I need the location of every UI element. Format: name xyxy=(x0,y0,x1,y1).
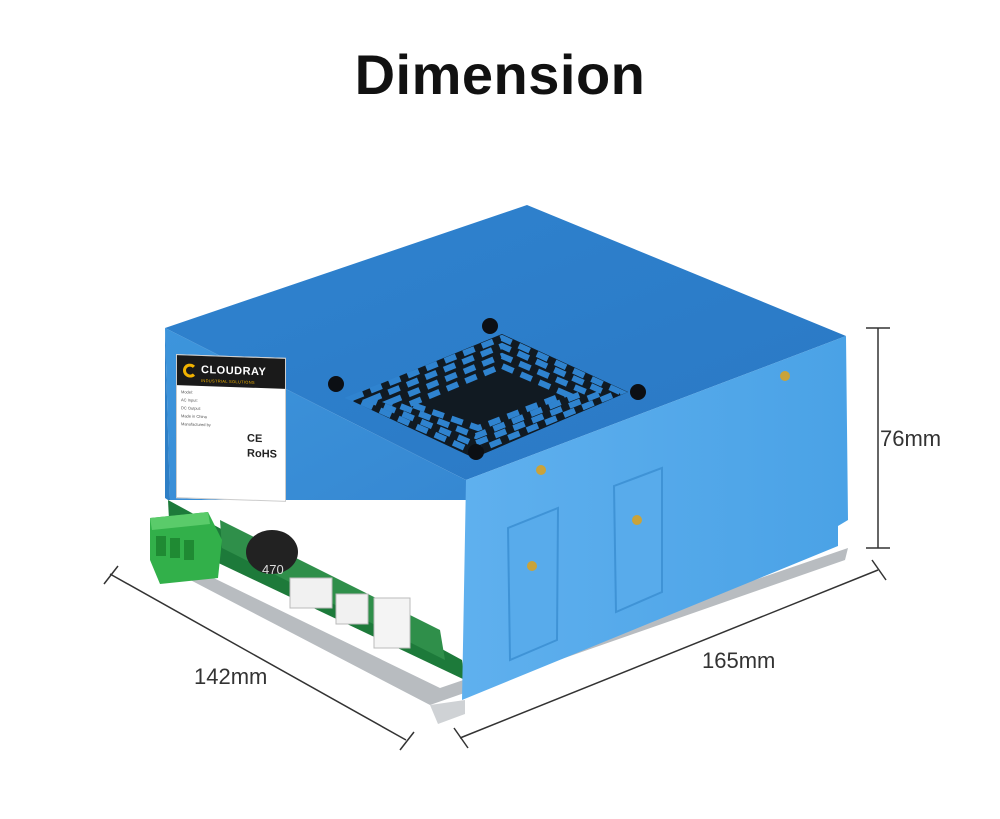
base-plate-edge xyxy=(430,700,465,724)
side-panels xyxy=(506,466,663,662)
connector-2 xyxy=(335,593,369,625)
rohs-mark: RoHS xyxy=(247,447,277,461)
sticker-body: Model: AC Input: DC Output: Made in Chin… xyxy=(177,385,285,435)
page-title: Dimension xyxy=(354,43,646,106)
screws xyxy=(527,371,790,571)
dimension-lines xyxy=(103,327,890,751)
connector-3 xyxy=(373,597,411,649)
ce-mark: CE xyxy=(247,432,263,446)
brand-tagline: INDUSTRIAL SOLUTIONS xyxy=(201,377,255,385)
certifications: CE RoHS xyxy=(247,432,277,463)
product-label-sticker: CLOUDRAY INDUSTRIAL SOLUTIONS Model: AC … xyxy=(176,354,286,502)
width-dimension-line xyxy=(109,573,407,741)
brand-name: CLOUDRAY xyxy=(201,363,267,378)
length-dimension-label: 165mm xyxy=(702,648,776,673)
case-front-left xyxy=(165,328,170,500)
cloudray-logo-icon xyxy=(183,363,197,378)
width-dimension-label: 142mm xyxy=(194,664,268,689)
fan-grill xyxy=(328,318,646,460)
capacitor xyxy=(246,530,298,574)
sticker-header: CLOUDRAY INDUSTRIAL SOLUTIONS xyxy=(177,355,285,389)
terminal-block xyxy=(150,512,222,584)
height-dimension-label: 76mm xyxy=(880,426,942,451)
capacitor-label: 470 xyxy=(262,562,284,577)
connector-1 xyxy=(289,577,333,609)
length-dimension-line xyxy=(459,569,879,739)
